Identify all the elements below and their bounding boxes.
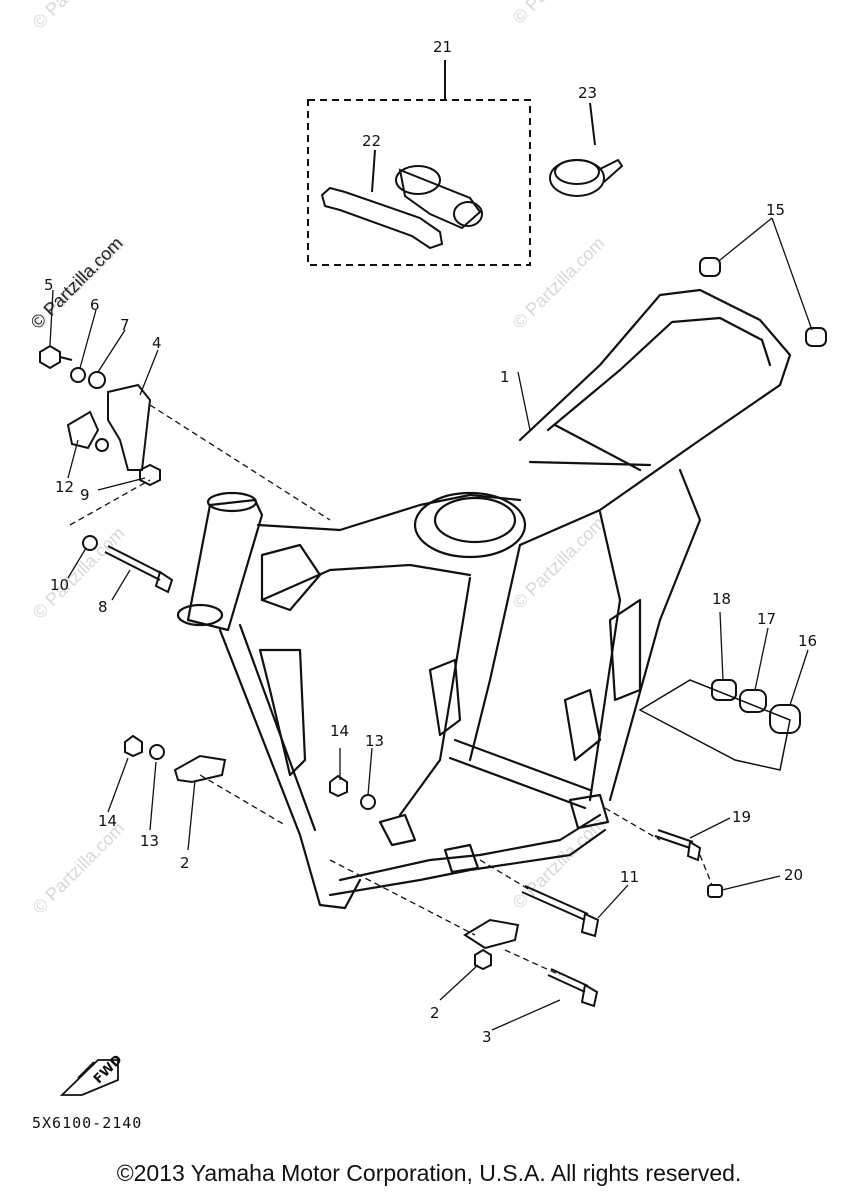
callout-label: 22 bbox=[362, 132, 381, 150]
tool-bag-icon bbox=[395, 165, 483, 230]
cap-20 bbox=[707, 884, 723, 898]
callout-label: 12 bbox=[55, 478, 74, 496]
washer-10 bbox=[82, 535, 98, 551]
loose-parts bbox=[39, 257, 827, 1008]
frame-main bbox=[176, 288, 792, 910]
watermarks: © Partzilla.com © Partzilla.com © Partzi… bbox=[29, 0, 609, 918]
watermark-text: © Partzilla.com bbox=[29, 818, 129, 918]
callout-label: 7 bbox=[120, 316, 130, 334]
bracket-2b bbox=[463, 918, 520, 950]
callout-label: 2 bbox=[430, 1004, 440, 1022]
nut-14b bbox=[329, 774, 348, 798]
washer-13a bbox=[149, 744, 165, 760]
callout-label: 13 bbox=[140, 832, 159, 850]
fwd-arrow-icon: FWD bbox=[59, 1052, 126, 1096]
callouts: 21 23 22 15 1 5 6 7 4 12 9 10 8 14 13 2 … bbox=[44, 38, 817, 1046]
copyright-text: ©2013 Yamaha Motor Corporation, U.S.A. A… bbox=[116, 1160, 742, 1186]
bracket-2a bbox=[173, 754, 227, 784]
callout-label: 1 bbox=[500, 368, 510, 386]
watermark-text: © Partzilla.com bbox=[509, 0, 609, 28]
bracket-11 bbox=[66, 410, 100, 450]
reference-code: 5X6100-2140 bbox=[32, 1114, 142, 1132]
cap-15a bbox=[699, 257, 721, 277]
callout-label: 23 bbox=[578, 84, 597, 102]
watermark-text: © Partzilla.com bbox=[509, 233, 609, 333]
callout-label: 17 bbox=[757, 610, 776, 628]
washer-13b bbox=[360, 794, 376, 810]
watermark-text: © Partzilla.com bbox=[29, 523, 129, 623]
callout-label: 21 bbox=[433, 38, 452, 56]
bolt-3 bbox=[547, 968, 599, 1008]
callout-label: 5 bbox=[44, 276, 54, 294]
washer-7 bbox=[88, 371, 106, 389]
bolt-5 bbox=[39, 344, 73, 370]
callout-label: 19 bbox=[732, 808, 751, 826]
cap-icon bbox=[549, 102, 624, 197]
bracket-4 bbox=[107, 383, 152, 471]
callout-label: 16 bbox=[798, 632, 817, 650]
callout-label: 9 bbox=[80, 486, 90, 504]
washer-9a bbox=[95, 438, 109, 452]
watermark-text-dark: © Partzilla.com bbox=[27, 233, 127, 333]
bolt-8 bbox=[104, 545, 174, 594]
callout-label: 18 bbox=[712, 590, 731, 608]
leader-lines bbox=[49, 217, 813, 1031]
callout-label: 4 bbox=[152, 334, 162, 352]
cap-15b bbox=[805, 327, 827, 347]
fwd-label: FWD bbox=[91, 1052, 126, 1087]
callout-label: 6 bbox=[90, 296, 100, 314]
tool-kit-group bbox=[307, 60, 531, 266]
callout-label: 8 bbox=[98, 598, 108, 616]
callout-label: 2 bbox=[180, 854, 190, 872]
nut-2b bbox=[474, 948, 492, 971]
mount-parts-right bbox=[638, 679, 801, 771]
nut-14a bbox=[124, 734, 143, 758]
bolt-12 bbox=[521, 885, 600, 938]
watermark-text: © Partzilla.com bbox=[29, 0, 129, 33]
wrench-icon bbox=[320, 186, 444, 250]
washer-6 bbox=[70, 367, 86, 383]
callout-label: 10 bbox=[50, 576, 69, 594]
callout-label: 11 bbox=[620, 868, 639, 886]
callout-label: 20 bbox=[784, 866, 803, 884]
bolt-19 bbox=[654, 829, 702, 862]
callout-label: 14 bbox=[330, 722, 349, 740]
tool-kit-box bbox=[307, 99, 531, 266]
callout-label: 13 bbox=[365, 732, 384, 750]
callout-label: 15 bbox=[766, 201, 785, 219]
callout-label: 3 bbox=[482, 1028, 492, 1046]
callout-label: 14 bbox=[98, 812, 117, 830]
nut-9b bbox=[139, 463, 161, 487]
